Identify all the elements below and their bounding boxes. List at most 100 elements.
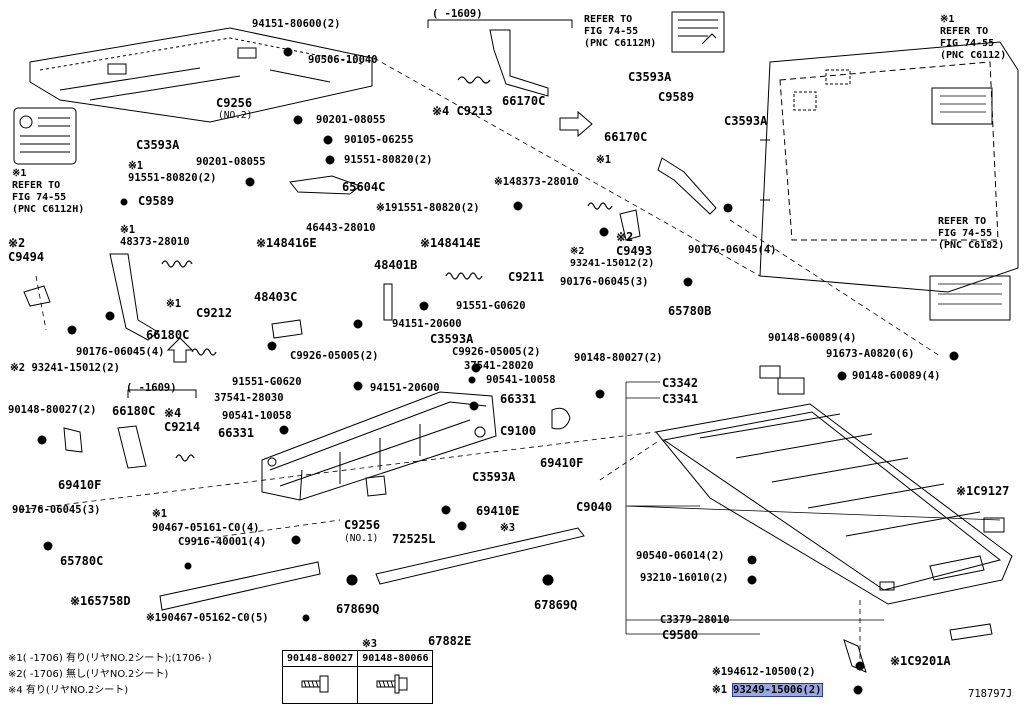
part-label[interactable]: 90148-60089(4) [852,370,941,382]
part-label[interactable]: 91673-A0820(6) [826,348,915,360]
date-range-left: ( -1609) [126,382,177,394]
part-label[interactable]: 48403C [254,290,298,304]
part-label[interactable]: ※2 C9493 [616,230,653,258]
fasteners [37,47,959,695]
part-label[interactable]: 46443-28010 [306,222,376,234]
part-label[interactable]: C9926-05005(2) [290,350,379,362]
part-label[interactable]: 90201-08055 [316,114,386,126]
part-label[interactable]: 37541-28020 [464,360,534,372]
part-label[interactable]: 94151-20600 [370,382,440,394]
part-label[interactable]: 91551-G0620 [232,376,302,388]
part-label[interactable]: 65780B [668,304,712,318]
part-label[interactable]: ※148373-28010 [494,176,579,188]
part-label[interactable]: C9100 [500,424,537,438]
bolt-icon [281,666,359,704]
part-label[interactable]: 72525L [392,532,436,546]
part-label[interactable]: C9256 [216,96,253,110]
lever-brackets [23,29,717,497]
part-label[interactable]: 66180C [112,404,156,418]
part-label[interactable]: 91551-80820(2) [128,172,217,184]
part-label[interactable]: C3593A [136,138,180,152]
part-label[interactable]: 37541-28030 [214,392,284,404]
part-label[interactable]: ※4 C9213 [432,104,493,118]
part-label[interactable]: C9580 [662,628,699,642]
variant-table: 90148-80027 90148-80066 [281,650,434,704]
part-label[interactable]: C3342 [662,376,699,390]
part-label[interactable]: ※190467-05162-C0(5) [146,612,269,624]
part-label[interactable]: C9916-40001(4) [178,536,267,548]
part-label[interactable]: ※2 C9494 [8,236,45,264]
part-label[interactable]: 69410F [58,478,102,492]
part-label[interactable]: 90176-06045(3) [12,504,101,516]
part-label[interactable]: 90176-06045(3) [560,276,649,288]
bar-67882e [375,527,585,585]
part-label[interactable]: C9211 [508,270,545,284]
part-label-selected[interactable]: 93249-15006(2) [732,683,823,697]
part-label[interactable]: C9589 [138,194,175,208]
part-label[interactable]: 66331 [218,426,255,440]
part-label[interactable]: 90541-10058 [222,410,292,422]
part-label[interactable]: 90506-10040 [308,54,378,66]
part-label[interactable]: 90176-06045(4) [688,244,777,256]
part-label[interactable]: ※1C9127 [956,484,1010,498]
part-label[interactable]: ※191551-80820(2) [376,202,480,214]
part-label[interactable]: 48401B [374,258,418,272]
part-label[interactable]: ※4 C9214 [164,406,201,434]
part-label[interactable]: 67882E [428,634,472,648]
part-label[interactable]: C3593A [430,332,474,346]
part-label[interactable]: 67869Q [534,598,578,612]
part-label[interactable]: 65604C [342,180,386,194]
part-label[interactable]: 94151-20600 [392,318,462,330]
part-label[interactable]: 91551-G0620 [456,300,526,312]
part-label[interactable]: 66170C [604,130,648,144]
part-label[interactable]: C3593A [628,70,672,84]
load-floor-board [655,365,1013,605]
part-label[interactable]: ※2 93241-15012(2) [570,246,655,269]
part-label[interactable]: C3593A [472,470,516,484]
part-label[interactable]: C3379-28010 [660,614,730,626]
part-label[interactable]: ※194612-10500(2) [712,666,816,678]
part-label[interactable]: 69410E [476,504,520,518]
part-label[interactable]: 90105-06255 [344,134,414,146]
part-label[interactable]: 66180C [146,328,190,342]
part-label[interactable]: C9212 [196,306,233,320]
part-label[interactable]: 67869Q [336,602,380,616]
part-label[interactable]: ※2 93241-15012(2) [10,362,120,374]
part-label[interactable]: ※165758D [70,594,131,608]
part-label[interactable]: 94151-80600(2) [252,18,341,30]
part-label[interactable]: 90467-05161-C0(4) [152,522,260,534]
part-label[interactable]: 90148-80027(2) [574,352,663,364]
part-label[interactable]: 90540-06014(2) [636,550,725,562]
part-label[interactable]: 90148-60089(4) [768,332,857,344]
variant-col-2[interactable]: 90148-80066 [357,650,434,667]
part-label[interactable]: ※1C9201A [890,654,951,668]
variant-table-title: ※3 [362,638,378,650]
part-label[interactable]: C3341 [662,392,699,406]
reference-label-right [929,275,1011,321]
part-label[interactable]: C3593A [724,114,768,128]
part-label: ※1 [712,684,728,696]
footnote-4: ※4 有り(リヤNO.2シート) [8,685,129,696]
part-label[interactable]: 90176-06045(4) [76,346,165,358]
part-label[interactable]: 65780C [60,554,104,568]
part-label[interactable]: 90541-10058 [486,374,556,386]
part-label[interactable]: 48373-28010 [120,236,190,248]
part-label[interactable]: C9589 [658,90,695,104]
part-label[interactable]: ※148414E [420,236,481,250]
part-label[interactable]: 93210-16010(2) [640,572,729,584]
part-label[interactable]: 66331 [500,392,537,406]
variant-col-1[interactable]: 90148-80027 [281,650,359,667]
part-label[interactable]: C9040 [576,500,613,514]
part-label[interactable]: 66170C [502,94,546,108]
part-label[interactable]: ※148416E [256,236,317,250]
part-label[interactable]: 91551-80820(2) [344,154,433,166]
part-label[interactable]: 90148-80027(2) [8,404,97,416]
part-label[interactable]: 69410F [540,456,584,470]
part-label: ※1 [596,154,612,166]
part-label[interactable]: C9256 [344,518,381,532]
direction-arrow-icon [559,110,593,138]
reference-label-top-right [931,87,993,125]
part-label[interactable]: C9926-05005(2) [452,346,541,358]
part-label[interactable]: 90201-08055 [196,156,266,168]
